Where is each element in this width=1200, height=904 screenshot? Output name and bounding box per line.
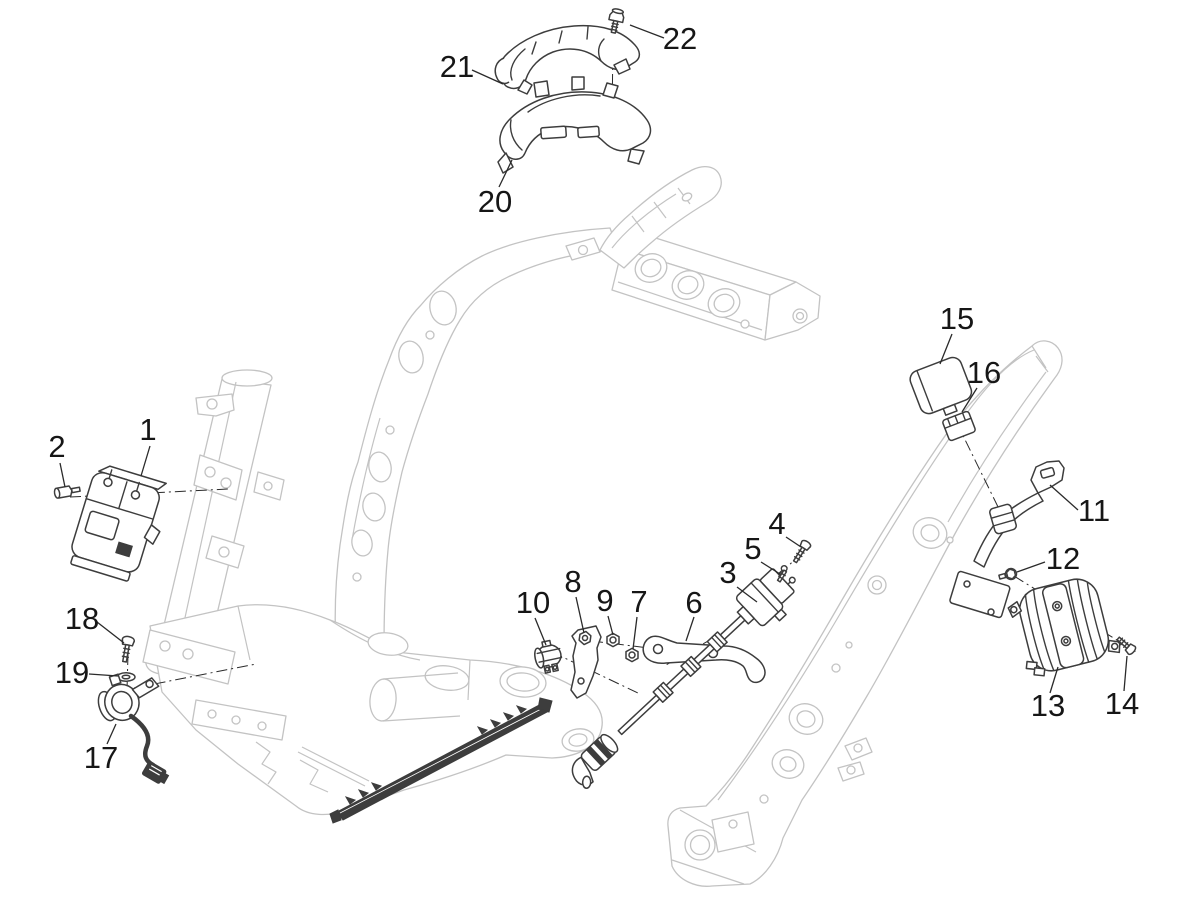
part-number: 7	[630, 584, 647, 619]
leader-line	[106, 723, 117, 745]
leader-line	[632, 616, 638, 650]
callout-16: 16	[961, 355, 1001, 413]
serrated-rail	[329, 697, 553, 824]
leader-line	[760, 561, 781, 575]
part-20-cover-lower	[497, 76, 652, 174]
electrical-parts	[53, 8, 1137, 790]
leader-line	[88, 673, 119, 677]
seat-rail	[599, 165, 722, 269]
part-number: 1	[139, 412, 156, 447]
main-spine	[334, 227, 619, 649]
floor-pan	[142, 604, 603, 816]
part-number: 12	[1046, 541, 1080, 576]
part-number: 6	[685, 585, 702, 620]
part-15-relay	[909, 356, 973, 416]
part-number: 16	[967, 355, 1001, 390]
part-22-screw	[608, 8, 625, 34]
part-21-cover-upper	[494, 24, 641, 95]
part-13-voltage-regulator	[1007, 578, 1121, 677]
callout-19: 19	[55, 655, 119, 690]
part-number: 19	[55, 655, 89, 690]
part-16-relay-support	[942, 410, 976, 442]
part-number: 14	[1105, 686, 1139, 721]
part-number: 13	[1031, 688, 1065, 723]
part-number: 4	[768, 506, 785, 541]
callout-2: 2	[48, 429, 66, 488]
leader-line	[140, 445, 151, 477]
part-2-screw	[53, 485, 81, 499]
callout-1: 1	[139, 412, 157, 477]
part-number: 5	[744, 531, 761, 566]
leader-line	[939, 333, 953, 365]
leader-line	[1049, 666, 1059, 694]
part-5-screw	[776, 569, 788, 583]
leader-line	[1016, 561, 1046, 573]
part-number: 18	[65, 601, 99, 636]
leader-line	[736, 586, 758, 603]
callout-10: 10	[516, 585, 550, 646]
leader-line	[685, 616, 695, 642]
leader-line	[471, 69, 504, 85]
callout-21: 21	[440, 49, 504, 85]
part-number: 21	[440, 49, 474, 84]
leader-line	[1123, 655, 1128, 692]
part-3-sensor	[571, 564, 796, 790]
callout-17: 17	[84, 723, 118, 775]
part-number: 22	[663, 21, 697, 56]
callout-4: 4	[768, 506, 802, 548]
leader-line	[961, 387, 978, 413]
callout-22: 22	[629, 21, 697, 56]
callout-14: 14	[1105, 655, 1139, 721]
part-17-horn	[97, 673, 170, 785]
leader-line	[59, 462, 66, 488]
callout-11: 11	[1049, 484, 1110, 528]
callout-13: 13	[1031, 666, 1065, 723]
crossmember	[611, 234, 821, 341]
leader-line	[575, 596, 585, 634]
part-number: 2	[48, 429, 65, 464]
callout-6: 6	[685, 585, 703, 642]
part-number: 20	[478, 184, 512, 219]
part-number: 17	[84, 740, 118, 775]
callout-9: 9	[596, 583, 614, 636]
part-number: 10	[516, 585, 550, 620]
part-number: 3	[719, 555, 736, 590]
part-11-bracket	[949, 460, 1065, 619]
leader-line	[629, 24, 665, 39]
leader-line	[96, 621, 125, 644]
part-4-screw	[792, 539, 812, 564]
leader-line	[607, 615, 614, 636]
leader-line	[498, 159, 513, 188]
part-number: 15	[940, 301, 974, 336]
leader-line	[534, 617, 547, 646]
rear-spar	[667, 340, 1063, 887]
callout-5: 5	[744, 531, 781, 575]
part-1-control-unit	[70, 465, 167, 582]
callout-20: 20	[478, 159, 513, 219]
callout-15: 15	[939, 301, 974, 365]
callout-18: 18	[65, 601, 125, 644]
callout-7: 7	[630, 584, 648, 650]
leader-line	[785, 536, 802, 548]
part-number: 9	[596, 583, 613, 618]
leader-line	[1049, 484, 1079, 511]
part-9-nut	[606, 632, 620, 648]
part-number: 8	[564, 564, 581, 599]
part-14-screw	[1116, 636, 1137, 656]
part-12-screw	[998, 567, 1018, 581]
callout-8: 8	[564, 564, 585, 634]
frame-line-art	[142, 165, 1063, 887]
callout-3: 3	[719, 555, 758, 603]
part-10-clamp	[534, 639, 563, 674]
callout-12: 12	[1016, 541, 1080, 576]
part-18-screw	[121, 635, 136, 663]
part-number: 11	[1078, 493, 1110, 528]
part-6-bracket	[642, 635, 766, 684]
part-7-nut	[625, 647, 639, 663]
part-8-bracket	[570, 625, 602, 699]
